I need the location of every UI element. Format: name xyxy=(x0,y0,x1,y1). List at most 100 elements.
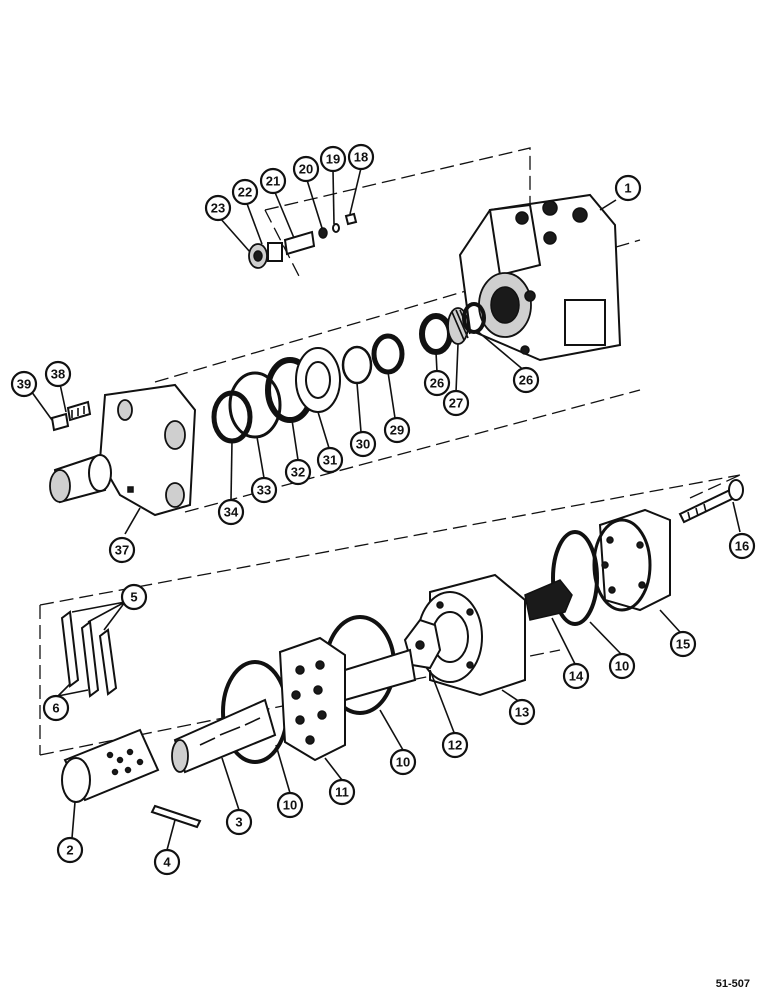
callout-circle xyxy=(614,174,642,202)
callout-14: 14 xyxy=(562,662,590,690)
callout-circle xyxy=(319,145,347,173)
callout-circle xyxy=(669,630,697,658)
callout-5: 5 xyxy=(120,583,148,611)
callout-circle xyxy=(42,694,70,722)
callout-4: 4 xyxy=(153,848,181,876)
callout-1: 1 xyxy=(614,174,642,202)
centering-springs xyxy=(60,610,118,698)
callout-number: 18 xyxy=(354,150,368,165)
callout-11: 11 xyxy=(328,778,356,806)
callout-number: 3 xyxy=(235,815,242,830)
callout-number: 33 xyxy=(257,483,271,498)
callout-number: 31 xyxy=(323,453,337,468)
callout-number: 4 xyxy=(163,855,171,870)
callout-circle xyxy=(316,446,344,474)
callout-number: 13 xyxy=(515,705,529,720)
callout-26: 26 xyxy=(512,366,540,394)
callout-circle xyxy=(225,808,253,836)
callout-circle xyxy=(441,731,469,759)
callout-circle xyxy=(231,178,259,206)
callout-circle xyxy=(608,652,636,680)
cap-screw xyxy=(678,479,744,524)
callout-circle xyxy=(153,848,181,876)
callout-32: 32 xyxy=(284,458,312,486)
callout-10: 10 xyxy=(276,791,304,819)
callout-circle xyxy=(217,498,245,526)
callout-number: 20 xyxy=(299,162,313,177)
callout-circle xyxy=(423,369,451,397)
callout-number: 2 xyxy=(66,843,73,858)
valve-sleeve xyxy=(61,728,160,803)
callout-circle xyxy=(508,698,536,726)
callout-number: 10 xyxy=(283,798,297,813)
callout-number: 15 xyxy=(676,637,690,652)
callout-21: 21 xyxy=(259,167,287,195)
callout-20: 20 xyxy=(292,155,320,183)
callout-26: 26 xyxy=(423,369,451,397)
callout-number: 34 xyxy=(224,505,239,520)
callout-number: 11 xyxy=(335,785,349,800)
callout-circle xyxy=(383,416,411,444)
callout-12: 12 xyxy=(441,731,469,759)
callout-number: 19 xyxy=(326,152,340,167)
callout-39: 39 xyxy=(10,370,38,398)
callout-number: 26 xyxy=(430,376,444,391)
callout-number: 26 xyxy=(519,373,533,388)
callout-circle xyxy=(328,778,356,806)
callout-number: 6 xyxy=(52,701,59,716)
spool xyxy=(171,698,277,774)
callout-2: 2 xyxy=(56,836,84,864)
spacer-plate xyxy=(278,636,417,762)
callout-number: 14 xyxy=(569,669,584,684)
callout-number: 23 xyxy=(211,201,225,216)
callout-3: 3 xyxy=(225,808,253,836)
callout-number: 5 xyxy=(130,590,137,605)
callout-number: 10 xyxy=(615,659,629,674)
callout-circle xyxy=(512,366,540,394)
callout-circle xyxy=(347,143,375,171)
callout-38: 38 xyxy=(44,360,72,388)
callout-circle xyxy=(284,458,312,486)
end-cap xyxy=(49,383,197,517)
callout-19: 19 xyxy=(319,145,347,173)
callout-31: 31 xyxy=(316,446,344,474)
callout-circle xyxy=(56,836,84,864)
callout-circle xyxy=(259,167,287,195)
callout-circle xyxy=(44,360,72,388)
callout-number: 22 xyxy=(238,185,252,200)
callout-30: 30 xyxy=(349,430,377,458)
callout-16: 16 xyxy=(728,532,756,560)
callout-circle xyxy=(250,476,278,504)
callout-29: 29 xyxy=(383,416,411,444)
callout-34: 34 xyxy=(217,498,245,526)
callout-27: 27 xyxy=(442,389,470,417)
callout-6: 6 xyxy=(42,694,70,722)
callout-number: 30 xyxy=(356,437,370,452)
callout-37: 37 xyxy=(108,536,136,564)
callout-number: 1 xyxy=(624,181,631,196)
callout-number: 37 xyxy=(115,543,129,558)
plug-and-fitting xyxy=(50,400,92,432)
callout-circle xyxy=(349,430,377,458)
callout-number: 21 xyxy=(266,174,280,189)
callout-circle xyxy=(10,370,38,398)
callout-22: 22 xyxy=(231,178,259,206)
callout-circle xyxy=(562,662,590,690)
callout-circle xyxy=(204,194,232,222)
callout-circle xyxy=(120,583,148,611)
callout-circle xyxy=(389,748,417,776)
callout-10: 10 xyxy=(389,748,417,776)
cross-pin xyxy=(150,804,202,829)
callout-33: 33 xyxy=(250,476,278,504)
callout-number: 12 xyxy=(448,738,462,753)
callout-number: 27 xyxy=(449,396,463,411)
callout-number: 32 xyxy=(291,465,305,480)
callout-number: 10 xyxy=(396,755,410,770)
drawing-reference-code: 51-507 xyxy=(715,978,750,990)
callout-circle xyxy=(728,532,756,560)
callout-circle xyxy=(292,155,320,183)
callout-23: 23 xyxy=(204,194,232,222)
callout-number: 38 xyxy=(51,367,65,382)
